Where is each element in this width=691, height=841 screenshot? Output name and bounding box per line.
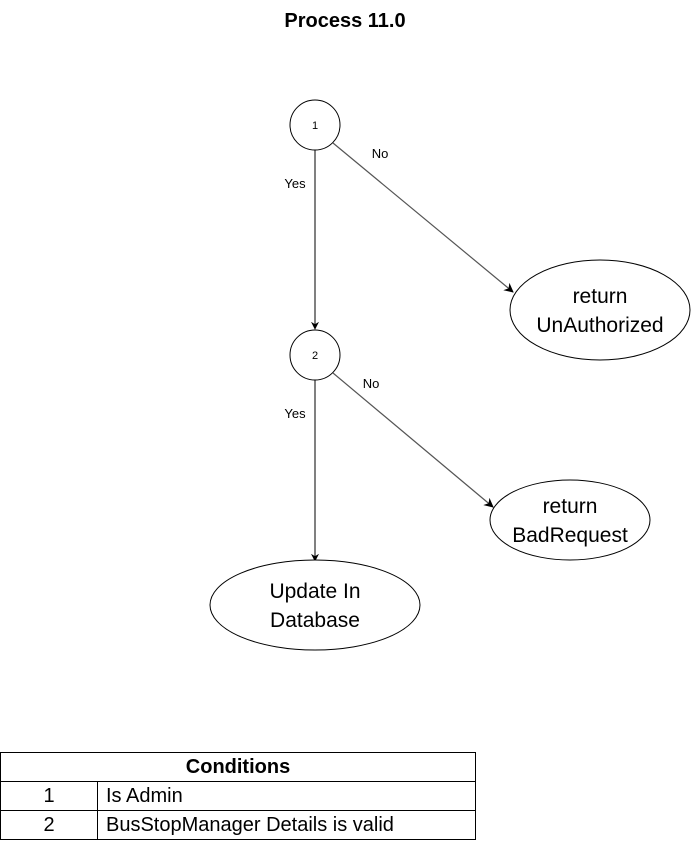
decision-node-1: 1 bbox=[289, 99, 341, 151]
edge-2-no bbox=[332, 372, 494, 508]
terminal-unauthorized-line-1: return bbox=[573, 285, 628, 308]
terminal-badrequest-line-2: BadRequest bbox=[512, 524, 628, 547]
diagram-title: Process 11.0 bbox=[284, 10, 405, 32]
terminal-update-line-1: Update In bbox=[269, 580, 360, 603]
condition-number: 2 bbox=[0, 810, 98, 840]
decision-node-2: 2 bbox=[289, 329, 341, 381]
terminal-unauthorized: return UnAuthorized bbox=[509, 259, 691, 361]
terminal-badrequest: return BadRequest bbox=[489, 479, 651, 561]
terminal-badrequest-line-1: return bbox=[543, 495, 598, 518]
terminal-update-line-2: Database bbox=[270, 609, 360, 632]
decision-node-1-label: 1 bbox=[312, 120, 318, 132]
edge-1-no-label: No bbox=[372, 146, 389, 161]
conditions-header-row: Conditions bbox=[0, 752, 476, 782]
conditions-header: Conditions bbox=[0, 752, 476, 782]
decision-node-2-label: 2 bbox=[312, 350, 318, 362]
edge-2-yes-label: Yes bbox=[284, 406, 306, 421]
condition-text: Is Admin bbox=[97, 781, 476, 811]
terminal-unauthorized-line-2: UnAuthorized bbox=[536, 314, 663, 337]
condition-text: BusStopManager Details is valid bbox=[97, 810, 476, 840]
edge-2-no-label: No bbox=[363, 376, 380, 391]
conditions-table: Conditions 1 Is Admin 2 BusStopManager D… bbox=[0, 752, 476, 840]
edge-1-no bbox=[332, 142, 514, 293]
table-row: 2 BusStopManager Details is valid bbox=[0, 810, 476, 840]
condition-number: 1 bbox=[0, 781, 98, 811]
table-row: 1 Is Admin bbox=[0, 781, 476, 811]
terminal-update-database: Update In Database bbox=[209, 559, 421, 651]
edge-1-yes-label: Yes bbox=[284, 176, 306, 191]
